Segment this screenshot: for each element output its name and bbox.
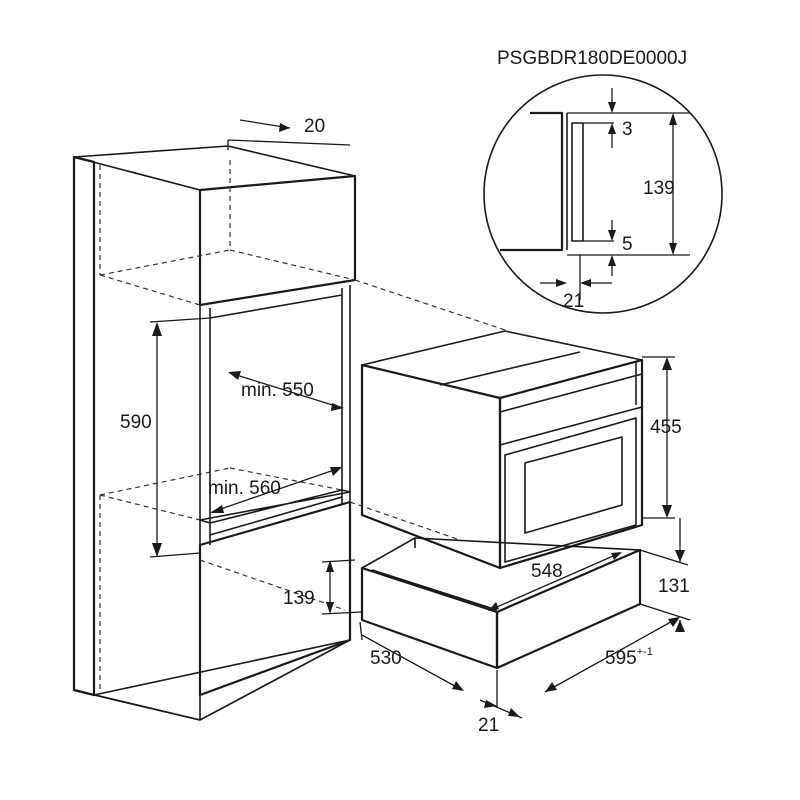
- label-21-bottom: 21: [478, 715, 499, 736]
- model-number: PSGBDR180DE0000J: [497, 48, 687, 69]
- detail-circle: [483, 74, 723, 314]
- label-530: 530: [370, 648, 402, 669]
- label-min-560: min. 560: [208, 478, 281, 499]
- dimension-labels: 20 590 min. 550 min. 560 139 530 21 455 …: [120, 116, 690, 736]
- dimension-lines: [149, 119, 691, 719]
- label-detail-5: 5: [622, 234, 633, 255]
- label-548: 548: [531, 561, 563, 582]
- label-595-tolerance: +-1: [637, 646, 653, 658]
- cabinet: [72, 145, 506, 721]
- label-detail-3: 3: [622, 119, 633, 140]
- label-455: 455: [650, 417, 682, 438]
- label-595: 595+-1: [605, 646, 653, 669]
- label-detail-21: 21: [563, 291, 584, 312]
- oven-appliance: [360, 330, 644, 570]
- label-590: 590: [120, 412, 152, 433]
- label-detail-139: 139: [643, 178, 675, 199]
- label-min-550: min. 550: [241, 380, 314, 401]
- label-139-left: 139: [283, 588, 315, 609]
- label-20: 20: [304, 116, 325, 137]
- label-131: 131: [658, 576, 690, 597]
